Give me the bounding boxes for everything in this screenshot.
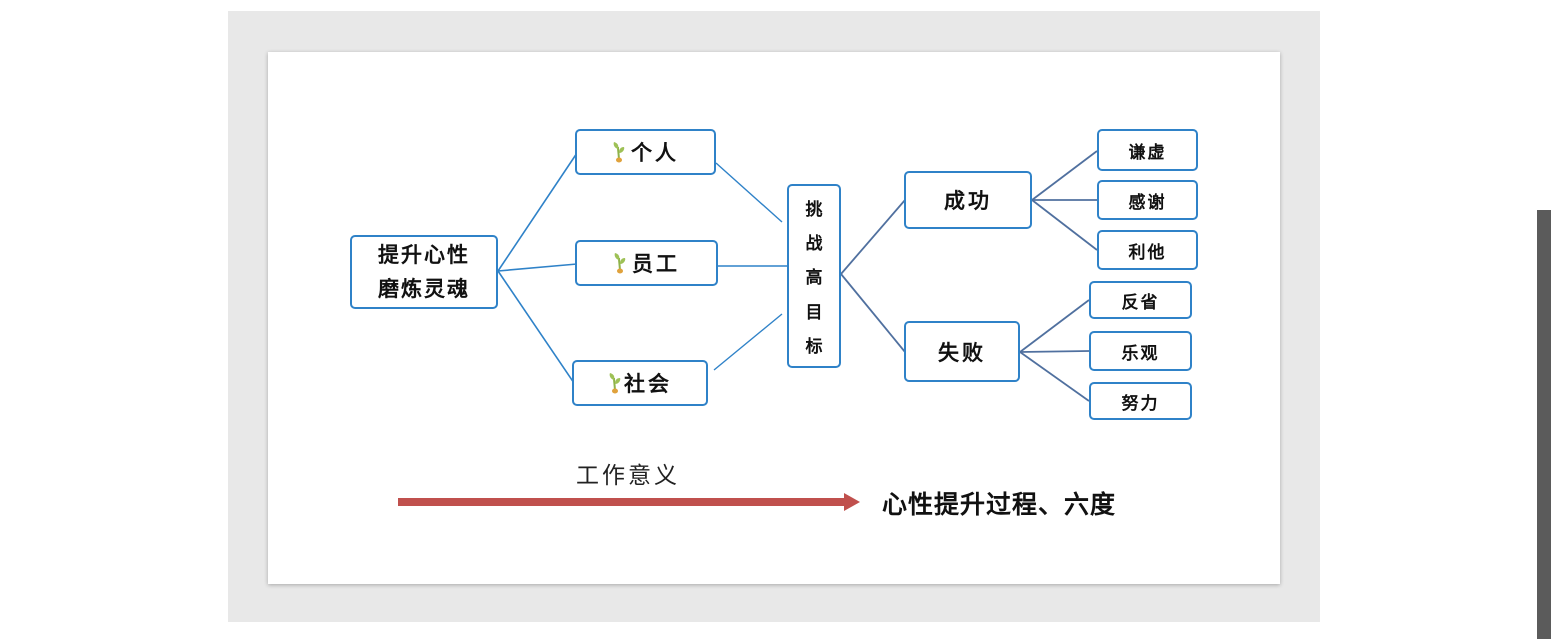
goal-char-4: 目 bbox=[805, 302, 823, 323]
success-child-label-2: 感谢 bbox=[1128, 192, 1167, 213]
sprout-icon bbox=[614, 253, 626, 274]
edge-goal-success bbox=[840, 199, 906, 275]
outcome-node-failure: 失败 bbox=[904, 321, 1020, 382]
branch-label-society: 社会 bbox=[624, 372, 672, 396]
goal-char-3: 高 bbox=[805, 268, 823, 289]
failure-child-node-1: 反省 bbox=[1089, 281, 1192, 319]
edge-society-goal bbox=[713, 313, 783, 371]
edge-failure-child-3 bbox=[1019, 351, 1090, 402]
conclusion-label: 心性提升过程、六度 bbox=[882, 490, 1117, 519]
success-child-node-3: 利他 bbox=[1097, 230, 1198, 270]
edge-personal-goal bbox=[715, 162, 783, 223]
root-node-line-1: 提升心性 bbox=[378, 243, 470, 267]
goal-node: 挑 战 高 目 标 bbox=[787, 184, 841, 368]
failure-child-node-3: 努力 bbox=[1089, 382, 1192, 420]
failure-child-label-3: 努力 bbox=[1121, 393, 1160, 414]
outcome-label-failure: 失败 bbox=[938, 340, 986, 365]
progress-arrow-head bbox=[844, 493, 860, 511]
success-child-node-1: 谦虚 bbox=[1097, 129, 1198, 171]
success-child-node-2: 感谢 bbox=[1097, 180, 1198, 220]
vertical-scrollbar[interactable] bbox=[1537, 210, 1551, 639]
branch-node-employee: 员工 bbox=[575, 240, 718, 286]
branch-label-personal: 个人 bbox=[631, 141, 679, 165]
edge-failure-child-1 bbox=[1019, 299, 1090, 353]
edge-success-child-3 bbox=[1031, 199, 1098, 251]
edge-root-personal bbox=[497, 152, 578, 272]
sprout-icon bbox=[613, 142, 625, 163]
edge-root-society bbox=[497, 270, 575, 384]
success-child-label-1: 谦虚 bbox=[1128, 142, 1167, 163]
edge-goal-failure bbox=[840, 273, 906, 353]
failure-child-node-2: 乐观 bbox=[1089, 331, 1192, 371]
branch-node-society: 社会 bbox=[572, 360, 708, 406]
failure-child-label-2: 乐观 bbox=[1121, 343, 1160, 364]
slide: 提升心性 磨炼灵魂 个人 员工 社会 挑 战 高 bbox=[268, 52, 1280, 584]
branch-node-personal: 个人 bbox=[575, 129, 716, 175]
success-child-label-3: 利他 bbox=[1128, 242, 1167, 263]
outcome-node-success: 成功 bbox=[904, 171, 1032, 229]
goal-char-1: 挑 bbox=[805, 200, 823, 221]
arrow-caption: 工作意义 bbox=[576, 463, 680, 489]
edge-root-employee bbox=[497, 263, 578, 272]
sprout-icon bbox=[609, 373, 621, 394]
failure-child-label-1: 反省 bbox=[1121, 292, 1160, 313]
edge-failure-child-2 bbox=[1019, 350, 1090, 353]
outcome-label-success: 成功 bbox=[944, 189, 992, 213]
branch-label-employee: 员工 bbox=[632, 252, 680, 276]
goal-char-2: 战 bbox=[805, 234, 823, 255]
goal-char-5: 标 bbox=[805, 336, 823, 357]
edge-success-child-1 bbox=[1031, 150, 1098, 201]
edges-layer bbox=[398, 150, 1098, 511]
root-node: 提升心性 磨炼灵魂 bbox=[350, 235, 498, 309]
root-node-line-2: 磨炼灵魂 bbox=[378, 277, 470, 301]
